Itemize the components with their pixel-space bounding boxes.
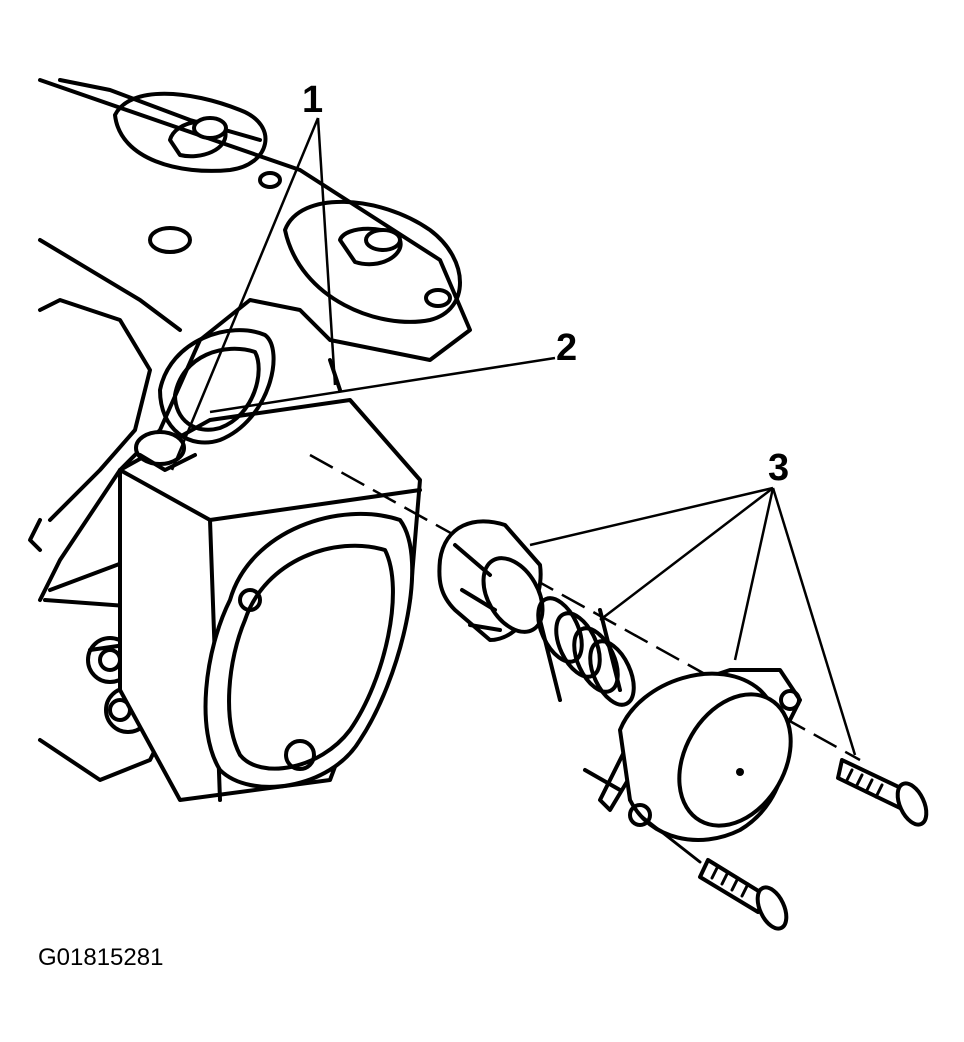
callout-3: 3	[768, 447, 789, 489]
bushing	[437, 519, 545, 642]
callout-1: 1	[302, 79, 323, 121]
throttle-body	[118, 328, 422, 802]
screw-upper	[836, 758, 929, 827]
callout-2: 2	[556, 327, 577, 369]
actuator-cover	[583, 668, 802, 842]
figure-identifier: G01815281	[38, 944, 164, 971]
screw-lower	[638, 813, 789, 931]
leader-lines	[170, 117, 857, 756]
spring	[536, 596, 636, 707]
